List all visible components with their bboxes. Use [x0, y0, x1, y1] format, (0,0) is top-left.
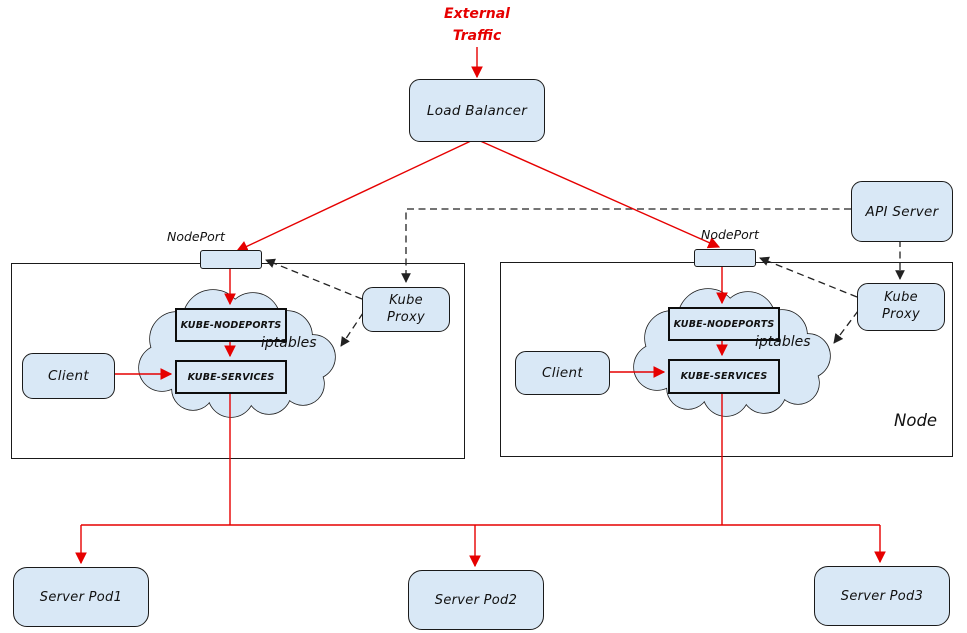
- kube-services-box-right: KUBE-SERVICES: [668, 359, 780, 394]
- kube-proxy-box-right: Kube Proxy: [857, 283, 945, 331]
- client-box-left: Client: [22, 353, 115, 399]
- server-pod2-box: Server Pod2: [408, 570, 544, 630]
- kube-services-label-left: KUBE-SERVICES: [187, 371, 275, 383]
- kube-nodeports-label-right: KUBE-NODEPORTS: [673, 318, 775, 330]
- nodeport-rect-left: [200, 250, 262, 269]
- nodeport-label-left: NodePort: [167, 229, 225, 244]
- iptables-label-right: iptables: [755, 334, 811, 350]
- client-label-right: Client: [542, 365, 583, 381]
- kube-nodeports-box-left: KUBE-NODEPORTS: [175, 308, 287, 342]
- server-pod3-box: Server Pod3: [814, 566, 950, 626]
- iptables-label-left: iptables: [261, 335, 317, 351]
- server-pod3-label: Server Pod3: [840, 588, 924, 604]
- server-pod1-label: Server Pod1: [39, 589, 123, 605]
- kube-services-box-left: KUBE-SERVICES: [175, 360, 287, 394]
- kube-proxy-label-right: Kube Proxy: [881, 290, 921, 322]
- api-server-box: API Server: [851, 181, 953, 242]
- kube-proxy-box-left: Kube Proxy: [362, 287, 450, 332]
- kube-proxy-label-left: Kube Proxy: [386, 292, 426, 325]
- kube-services-label-right: KUBE-SERVICES: [680, 371, 768, 382]
- external-traffic-line1: External: [444, 6, 510, 22]
- kube-nodeports-label-left: KUBE-NODEPORTS: [180, 319, 282, 331]
- red-traffic-arrows: [75, 47, 886, 568]
- client-box-right: Client: [515, 351, 610, 395]
- external-traffic-line2: Traffic: [452, 27, 502, 44]
- api-server-label: API Server: [865, 203, 939, 220]
- load-balancer-label: Load Balancer: [426, 102, 528, 119]
- dashed-control-arrows: [265, 208, 905, 347]
- node-label: Node: [894, 411, 938, 430]
- nodeport-label-right: NodePort: [701, 227, 759, 242]
- client-label-left: Client: [48, 368, 89, 384]
- server-pod2-label: Server Pod2: [434, 592, 518, 608]
- load-balancer-box: Load Balancer: [409, 79, 545, 142]
- nodeport-rect-right: [694, 249, 756, 267]
- kube-nodeports-box-right: KUBE-NODEPORTS: [668, 307, 780, 341]
- external-traffic-label: External Traffic: [427, 4, 527, 47]
- server-pod1-box: Server Pod1: [13, 567, 149, 627]
